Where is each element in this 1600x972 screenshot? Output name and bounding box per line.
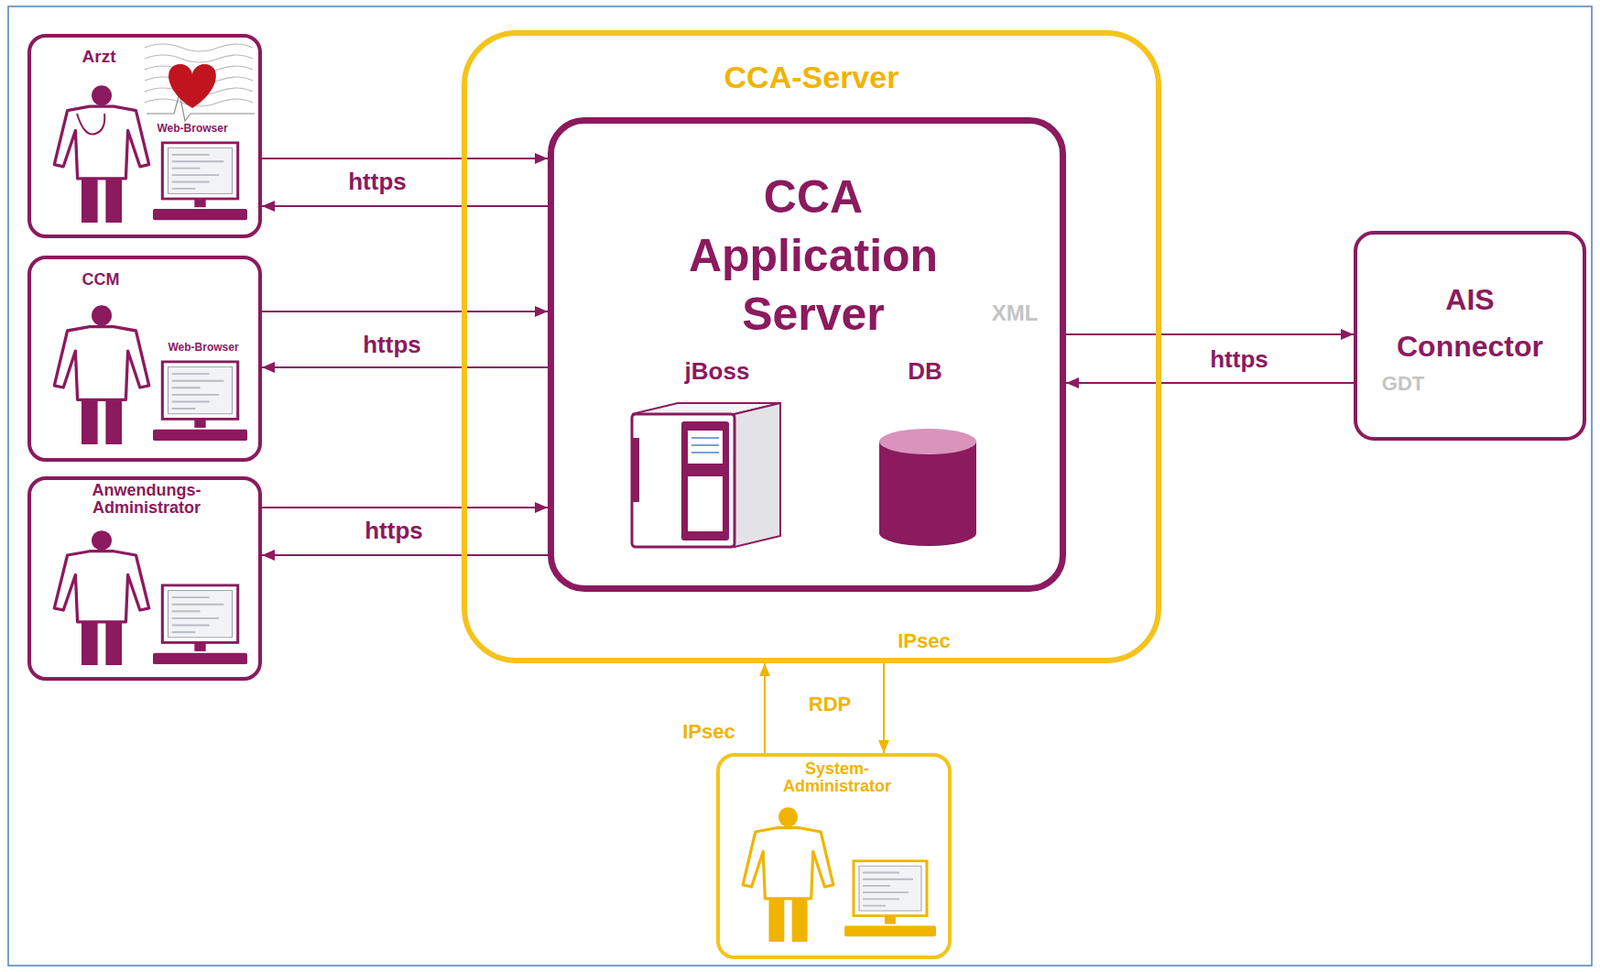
protocol-label: https [362,330,422,360]
protocol-label: https [348,167,407,196]
actor-box: System-Administrator [716,752,952,959]
server-icon [631,402,781,547]
page-frame [8,6,1592,966]
flow-arrow [261,205,548,207]
laptop-icon [152,361,248,441]
actor-name: Arzt [82,46,117,67]
flow-arrow [261,554,548,556]
flow-arrow [882,663,885,753]
actor-name: System-Administrator [763,760,911,795]
flow-arrow [261,157,548,160]
laptop-icon [152,585,248,664]
flow-arrow [763,663,766,753]
heart-icon [168,64,217,109]
flow-arrow [261,366,548,369]
protocol-label: IPsec [682,719,736,744]
zone-title: CCA-Server [724,59,900,96]
protocol-label: IPsec [897,629,951,654]
flow-arrow [1066,333,1354,336]
server-title: CCA Application Server [657,167,969,344]
heart-picture [144,43,255,121]
protocol-label: RDP [808,692,851,717]
server-zone: CCA Application Server jBoss DB XML CCA-Serv… [461,30,1162,664]
connector-title: AIS Connector [1387,276,1553,371]
user-figure [54,304,149,445]
format-label: XML [991,300,1039,327]
doctor-figure [54,85,149,223]
component-label: jBoss [685,358,751,386]
flow-arrow [1066,381,1354,384]
protocol-label: https [1209,345,1269,374]
actor-box: Anwendungs-Administrator [27,476,262,681]
laptop-icon [844,860,937,937]
actor-box: ArztWeb-Browser [27,33,262,239]
database-icon [879,428,977,546]
flow-arrow [261,506,548,509]
connector-box: AIS ConnectorGDT [1353,230,1587,441]
component-label: DB [907,358,943,386]
sysadmin-figure [742,806,834,942]
actor-name: Anwendungs-Administrator [73,481,220,517]
actor-box: CCM Web-Browser [27,255,262,462]
application-server: CCA Application Server jBoss DB XML [547,117,1067,592]
client-label: Web-Browser [156,122,228,136]
flow-arrow [261,310,548,313]
format-label: GDT [1382,371,1425,395]
admin-figure [54,530,149,665]
actor-name: CCM [82,270,120,290]
client-label: Web-Browser [167,341,239,355]
protocol-label: https [364,516,424,545]
stethoscope [76,113,105,135]
laptop-icon [152,142,248,220]
